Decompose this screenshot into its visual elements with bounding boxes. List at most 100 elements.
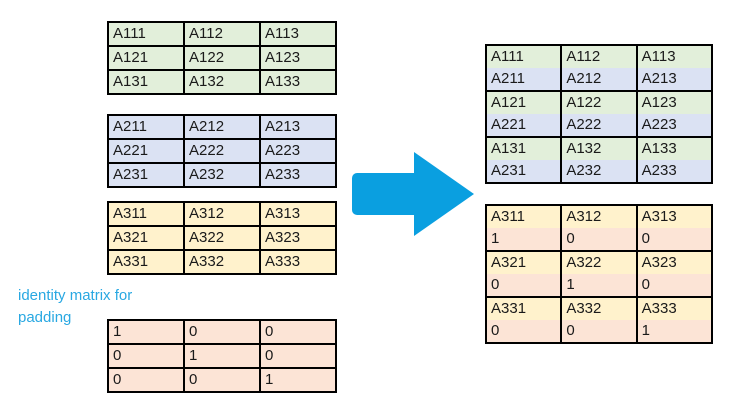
table-cell: A121 A221 (487, 92, 561, 136)
table-cell: A131 (109, 71, 183, 93)
table-cell: A322 (185, 227, 259, 249)
cell-line-top: A131 (487, 138, 561, 160)
table-cell: A112 A212 (562, 46, 636, 90)
cell-line-bottom: A233 (637, 160, 711, 182)
table-cell: A123 A223 (637, 92, 711, 136)
table-cell: A311 1 (487, 206, 561, 250)
cell-line-bottom: 0 (487, 320, 561, 342)
cell-line-top: A132 (562, 138, 636, 160)
table-cell: A331 (109, 251, 183, 273)
cell-line-top: A113 (637, 46, 711, 68)
annotation-line: identity matrix for (18, 287, 133, 304)
table-cell: A111 A211 (487, 46, 561, 90)
cell-line-top: A322 (562, 252, 636, 274)
matrix-table-a1: A111 A112 A113 A121 A122 A123 A131 A132 … (107, 21, 337, 95)
table-cell: A231 (109, 164, 183, 186)
cell-line-bottom: A221 (487, 114, 561, 136)
cell-line-top: A133 (637, 138, 711, 160)
table-cell: A113 A213 (637, 46, 711, 90)
cell-line-top: A323 (637, 252, 711, 274)
table-cell: A221 (109, 140, 183, 162)
table-cell: 0 (109, 369, 183, 391)
table-cell: A323 (261, 227, 335, 249)
matrix-table-a3: A311 A312 A313 A321 A322 A323 A331 A332 … (107, 201, 337, 275)
cell-line-top: A313 (637, 206, 711, 228)
table-cell: A332 (185, 251, 259, 273)
annotation-line: padding (18, 309, 72, 326)
table-cell: A121 (109, 47, 183, 69)
table-cell: A213 (261, 116, 335, 138)
table-cell: A112 (185, 23, 259, 45)
merged-table-a1-a2: A111 A211 A112 A212 A113 A213 A121 A221 … (485, 44, 713, 184)
cell-line-top: A332 (562, 298, 636, 320)
table-cell: 1 (185, 345, 259, 367)
cell-line-top: A312 (562, 206, 636, 228)
cell-line-top: A321 (487, 252, 561, 274)
cell-line-top: A311 (487, 206, 561, 228)
table-cell: A223 (261, 140, 335, 162)
right-arrow-icon (352, 152, 474, 236)
cell-line-bottom: 0 (637, 228, 711, 250)
cell-line-bottom: A211 (487, 68, 561, 90)
table-cell: A323 0 (637, 252, 711, 296)
table-cell: 0 (185, 369, 259, 391)
table-cell: A123 (261, 47, 335, 69)
table-cell: A111 (109, 23, 183, 45)
cell-line-bottom: 0 (562, 228, 636, 250)
cell-line-top: A122 (562, 92, 636, 114)
table-cell: 1 (261, 369, 335, 391)
table-cell: 0 (261, 321, 335, 343)
table-cell: 1 (109, 321, 183, 343)
cell-line-bottom: 0 (487, 274, 561, 296)
cell-line-bottom: 1 (637, 320, 711, 342)
cell-line-bottom: A222 (562, 114, 636, 136)
cell-line-top: A331 (487, 298, 561, 320)
identity-matrix-table: 1 0 0 0 1 0 0 0 1 (107, 319, 337, 393)
table-cell: A132 A232 (562, 138, 636, 182)
table-cell: A132 (185, 71, 259, 93)
cell-line-bottom: A223 (637, 114, 711, 136)
cell-line-bottom: A212 (562, 68, 636, 90)
table-cell: A113 (261, 23, 335, 45)
cell-line-bottom: A231 (487, 160, 561, 182)
table-cell: A212 (185, 116, 259, 138)
table-cell: A232 (185, 164, 259, 186)
table-cell: A122 A222 (562, 92, 636, 136)
table-cell: A332 0 (562, 298, 636, 342)
table-cell: A321 (109, 227, 183, 249)
cell-line-bottom: A213 (637, 68, 711, 90)
table-cell: A331 0 (487, 298, 561, 342)
cell-line-bottom: A232 (562, 160, 636, 182)
cell-line-top: A111 (487, 46, 561, 68)
table-cell: A312 (185, 203, 259, 225)
table-cell: 0 (109, 345, 183, 367)
cell-line-bottom: 0 (562, 320, 636, 342)
cell-line-top: A112 (562, 46, 636, 68)
table-cell: A321 0 (487, 252, 561, 296)
table-cell: A313 (261, 203, 335, 225)
table-cell: A322 1 (562, 252, 636, 296)
table-cell: A333 1 (637, 298, 711, 342)
table-cell: 0 (185, 321, 259, 343)
table-cell: A122 (185, 47, 259, 69)
cell-line-top: A333 (637, 298, 711, 320)
table-cell: A311 (109, 203, 183, 225)
cell-line-top: A121 (487, 92, 561, 114)
cell-line-bottom: 0 (637, 274, 711, 296)
table-cell: A312 0 (562, 206, 636, 250)
table-cell: 0 (261, 345, 335, 367)
matrix-table-a2: A211 A212 A213 A221 A222 A223 A231 A232 … (107, 114, 337, 188)
table-cell: A131 A231 (487, 138, 561, 182)
cell-line-top: A123 (637, 92, 711, 114)
table-cell: A133 A233 (637, 138, 711, 182)
cell-line-bottom: 1 (562, 274, 636, 296)
table-cell: A211 (109, 116, 183, 138)
merged-table-a3-identity: A311 1 A312 0 A313 0 A321 0 A322 1 A323 … (485, 204, 713, 344)
table-cell: A233 (261, 164, 335, 186)
table-cell: A133 (261, 71, 335, 93)
identity-matrix-annotation: identity matrix for padding (18, 285, 132, 329)
table-cell: A313 0 (637, 206, 711, 250)
cell-line-bottom: 1 (487, 228, 561, 250)
table-cell: A333 (261, 251, 335, 273)
